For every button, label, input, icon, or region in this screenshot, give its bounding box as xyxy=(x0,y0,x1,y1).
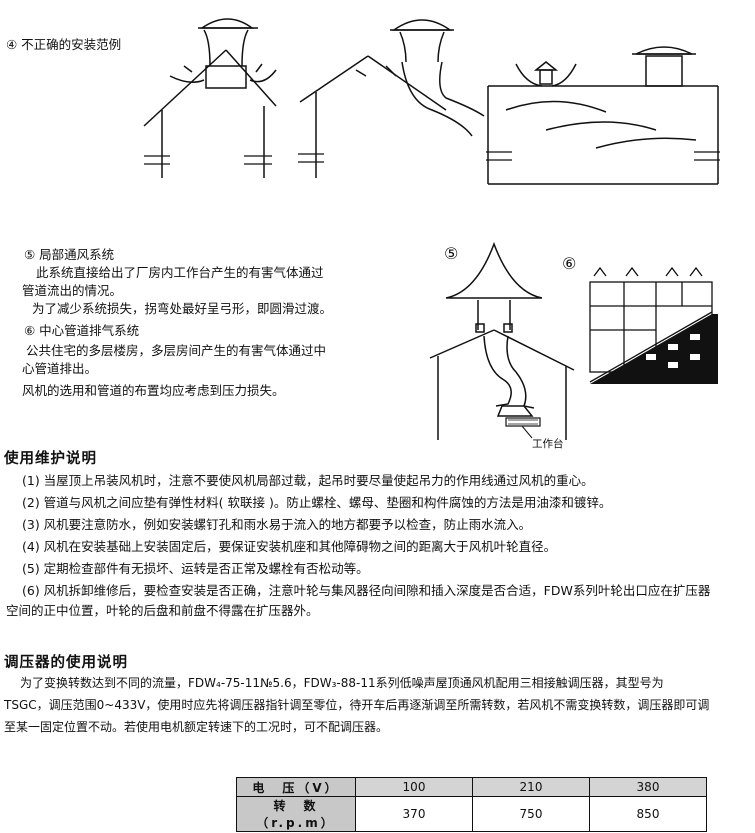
table-cell: 100 xyxy=(355,777,473,797)
voltage-label: 电 压（V） xyxy=(236,777,356,797)
maintenance-item-6: (6) 风机拆卸维修后，要检查安装是否正确，注意叶轮与集风器径向间隙和插入深度是… xyxy=(22,583,711,598)
regulator-heading: 调压器的使用说明 xyxy=(4,655,128,671)
table-cell: 370 xyxy=(355,796,473,832)
incorrect-install-diagram-3 xyxy=(486,46,720,185)
incorrect-install-diagram-1 xyxy=(143,18,277,178)
maintenance-item-5: (5) 定期检查部件有无损坏、运转是否正常及螺栓有否松动等。 xyxy=(22,561,369,576)
table-cell: 380 xyxy=(589,777,707,797)
sec6-line-2: 心管道排出。 xyxy=(22,361,98,376)
workbench-label: 工作台 xyxy=(532,438,564,450)
sec5-line-3: 为了减少系统损失，拐弯处最好呈弓形，即圆滑过渡。 xyxy=(32,301,333,316)
pressure-note: 风机的选用和管道的布置均应考虑到压力损失。 xyxy=(22,383,285,398)
sec5-line-1: 此系统直接给出了厂房内工作台产生的有害气体通过 xyxy=(36,265,324,280)
sec5-title: ⑤ 局部通风系统 xyxy=(24,247,115,262)
sec6-title: ⑥ 中心管道排气系统 xyxy=(24,323,140,338)
regulator-line-3: 至某一固定位置不动。若使用电机额定转速下的工况时，可不配调压器。 xyxy=(4,720,389,734)
incorrect-install-diagram-2 xyxy=(298,19,485,178)
fig4-label: ④ 不正确的安装范例 xyxy=(6,37,122,52)
table-cell: 210 xyxy=(472,777,590,797)
fig5-number: ⑤ xyxy=(444,244,459,263)
central-exhaust-diagram xyxy=(589,266,718,384)
table-row: 转 数（r.p.m） 370 750 850 xyxy=(236,796,707,832)
sec5-line-2: 管道流出的情况。 xyxy=(22,283,123,298)
sec6-line-1: 公共住宅的多层楼房，多层房间产生的有害气体通过中 xyxy=(26,343,327,358)
maintenance-heading: 使用维护说明 xyxy=(4,451,97,467)
local-ventilation-diagram xyxy=(429,241,575,440)
speed-label: 转 数（r.p.m） xyxy=(236,796,356,832)
maintenance-item-4: (4) 风机在安装基础上安装固定后，要保证安装机座和其他障碍物之间的距离大于风机… xyxy=(22,539,557,554)
maintenance-item-6-cont: 空间的正中位置，叶轮的后盘和前盘不得露在扩压器外。 xyxy=(6,603,319,618)
fig6-number: ⑥ xyxy=(562,254,577,273)
table-cell: 850 xyxy=(589,796,707,832)
maintenance-item-3: (3) 风机要注意防水，例如安装螺钉孔和雨水易于流入的地方都要予以检查，防止雨水… xyxy=(22,517,532,532)
maintenance-item-1: (1) 当屋顶上吊装风机时，注意不要使风机局部过载，起吊时要尽量使起吊力的作用线… xyxy=(22,473,594,488)
maintenance-item-2: (2) 管道与风机之间应垫有弹性材料( 软联接 )。防止螺栓、螺母、垫圈和构件腐… xyxy=(22,495,612,510)
regulator-line-1: 为了变换转数达到不同的流量，FDW₄-75-11№5.6，FDW₃-88-11系… xyxy=(20,676,664,690)
voltage-speed-table: 电 压（V） 100 210 380 转 数（r.p.m） 370 750 85… xyxy=(236,777,707,832)
table-row: 电 压（V） 100 210 380 xyxy=(236,777,707,797)
regulator-line-2: TSGC，调压范围0~433V，使用时应先将调压器指针调至零位，待开车后再逐渐调… xyxy=(4,698,710,712)
table-cell: 750 xyxy=(472,796,590,832)
